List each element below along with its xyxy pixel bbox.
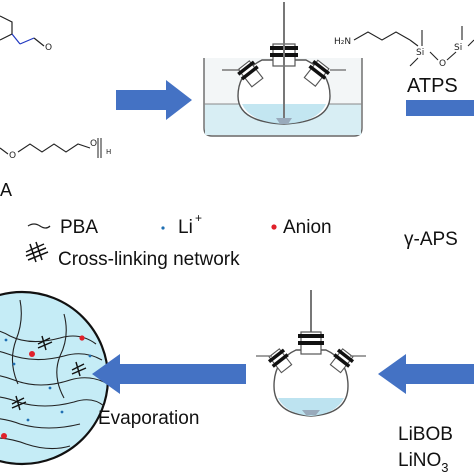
pba-line-icon xyxy=(27,223,51,229)
network-icon xyxy=(25,241,49,263)
legend-pba: PBA xyxy=(60,217,98,238)
arrow-right-1 xyxy=(116,80,192,120)
silane-amine-label: H₂N xyxy=(334,37,351,47)
legend-anion: Anion xyxy=(283,217,332,238)
polyol-chain: O O H xyxy=(0,138,111,161)
silane-si2-label: Si xyxy=(454,43,462,53)
lino3-main: LiNO xyxy=(398,450,441,471)
atps-label: ATPS xyxy=(407,75,458,97)
atps-molecule: H₂N Si O Si xyxy=(334,26,474,69)
crosslink-marks xyxy=(11,335,87,411)
legend-li: Li xyxy=(178,217,193,238)
anion-dots xyxy=(1,335,85,439)
bottom-flask xyxy=(256,290,366,417)
isocyanate-fragment: O xyxy=(0,15,52,53)
isocyanate-o-label: O xyxy=(45,43,52,53)
li-dots xyxy=(4,338,92,422)
lino3-label: LiNO3 xyxy=(398,450,449,474)
polyol-h-label: H xyxy=(106,148,111,156)
arrow-left-evaporation xyxy=(92,354,246,394)
lino3-subscript: 3 xyxy=(441,460,448,474)
anion-dot-icon xyxy=(271,224,277,230)
legend: PBA Li + Anion Cross-linking network xyxy=(25,211,332,270)
gamma-aps-label: γ-APS xyxy=(404,229,458,250)
legend-network: Cross-linking network xyxy=(58,249,240,270)
silane-si1-label: Si xyxy=(416,48,424,58)
arrow-right-2-partial xyxy=(406,100,474,116)
partial-a-label: A xyxy=(0,180,12,200)
evaporation-label: Evaporation xyxy=(98,408,199,429)
legend-li-sup: + xyxy=(195,211,202,225)
libob-label: LiBOB xyxy=(398,424,453,445)
flask-in-bath xyxy=(203,2,363,137)
arrow-left-partial xyxy=(378,354,474,394)
li-dot-icon xyxy=(161,226,165,230)
polyol-o1-label: O xyxy=(9,151,16,161)
silane-o-label: O xyxy=(439,59,446,69)
membrane-disc xyxy=(0,290,110,466)
polyol-o2-label: O xyxy=(90,139,97,149)
